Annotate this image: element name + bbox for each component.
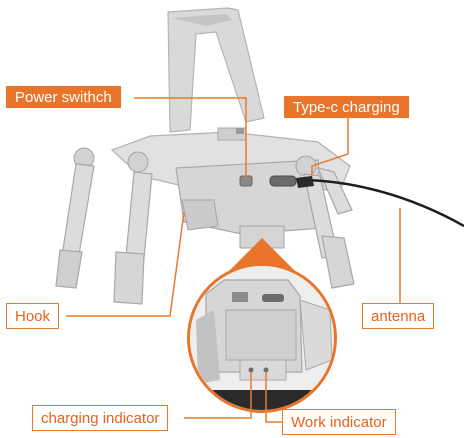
hook-label: Hook [6, 303, 60, 329]
charging-indicator-led [248, 367, 254, 373]
typec-port [269, 175, 297, 187]
antenna-label: antenna [362, 303, 435, 329]
leader-lines [66, 97, 401, 423]
legs [55, 163, 355, 305]
work-indicator-led [263, 367, 269, 373]
mount-body [110, 127, 351, 249]
power-switch-label: Power swithch [6, 86, 121, 108]
headband-strap [167, 7, 265, 133]
typec-charging-label: Type-c charging [284, 96, 409, 118]
antenna-cable [299, 178, 464, 228]
charging-indicator-label: charging indicator [32, 405, 169, 431]
work-indicator-label: Work indicator [282, 409, 396, 435]
zoom-detail [187, 263, 337, 413]
